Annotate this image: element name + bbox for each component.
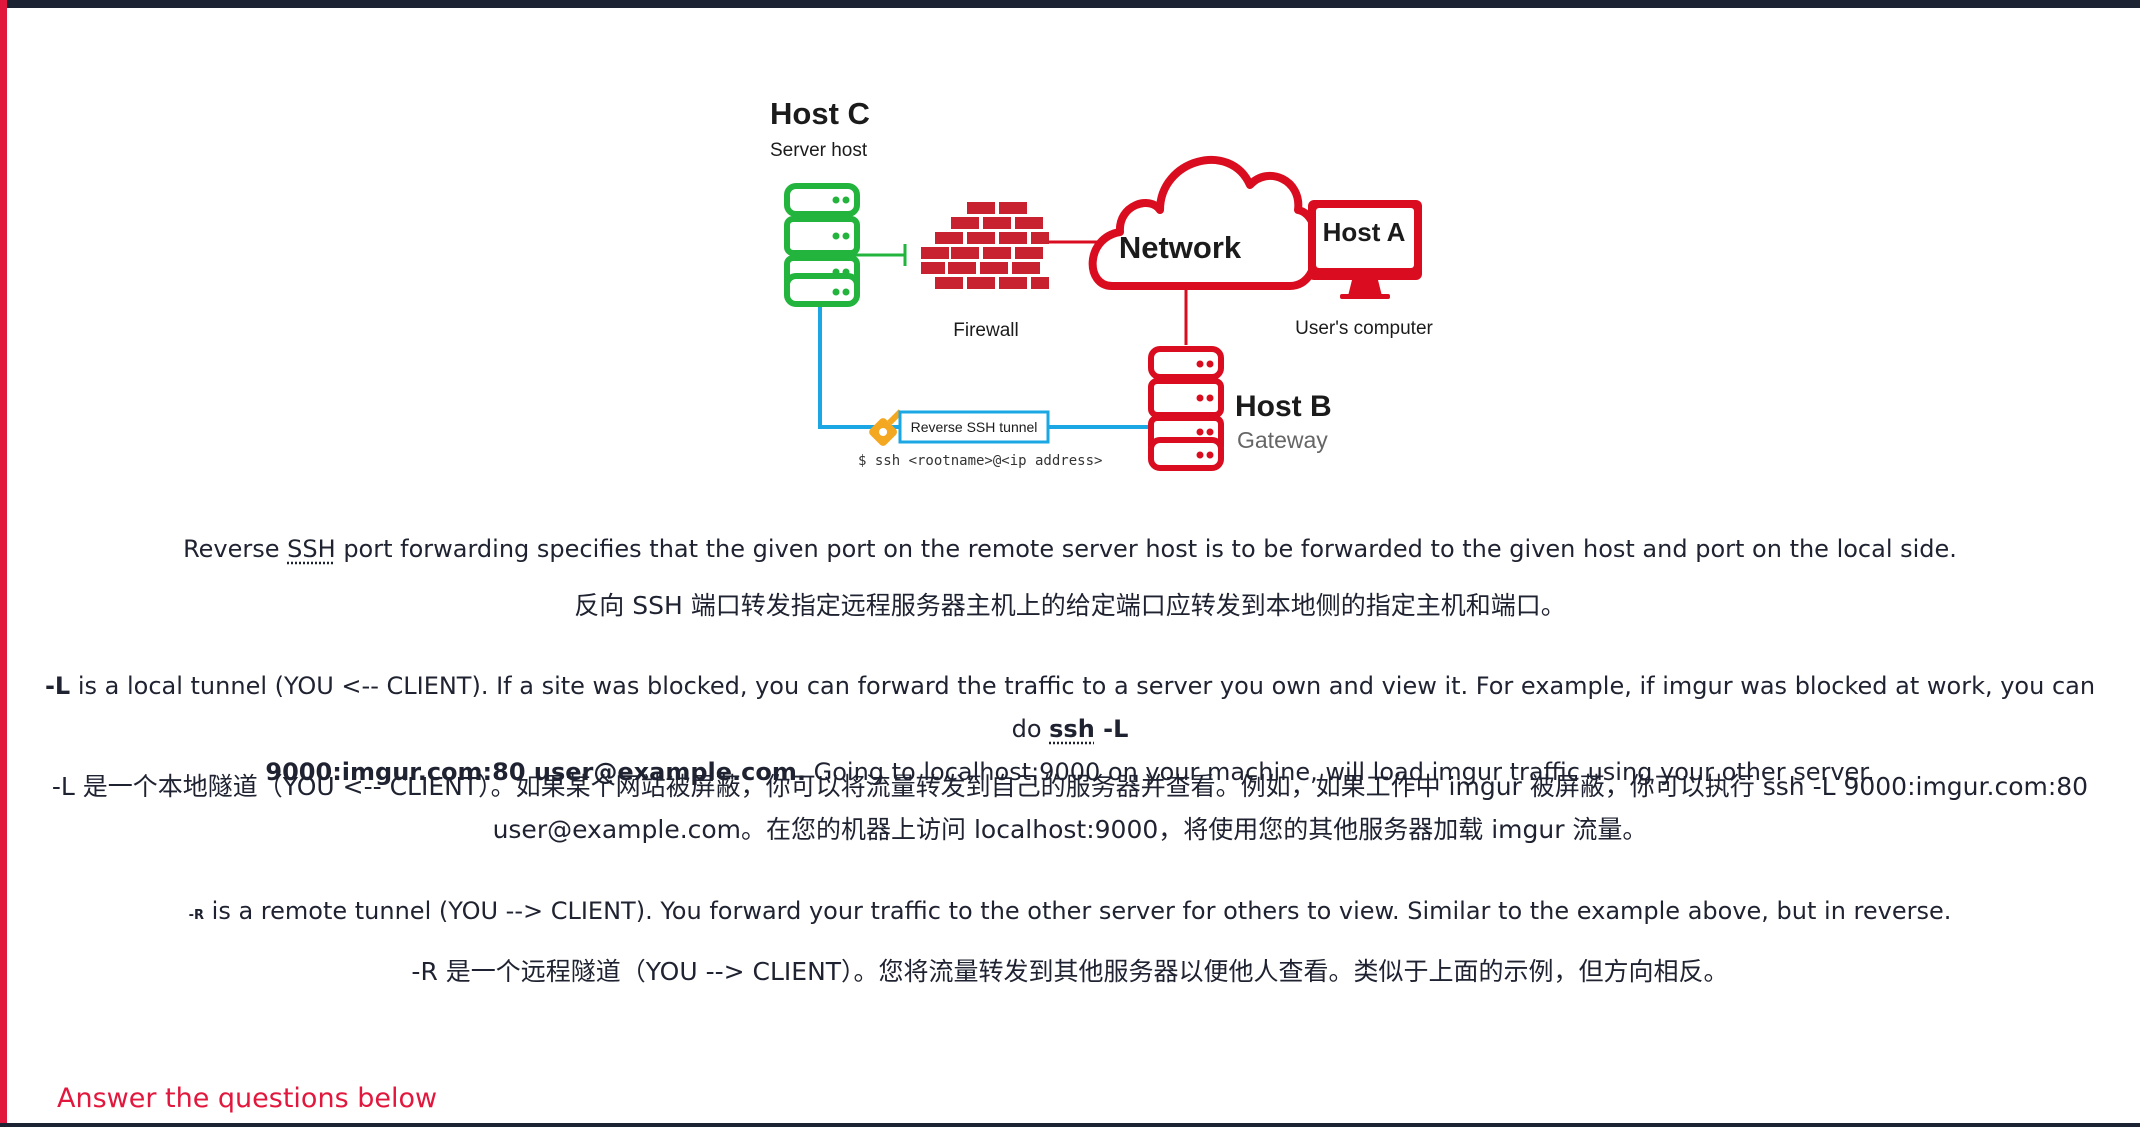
ssh-abbreviation[interactable]: SSH [287, 535, 336, 563]
top-border [0, 0, 2140, 8]
task-accent-bar [0, 0, 7, 1127]
ssh-abbreviation[interactable]: ssh [1049, 715, 1095, 743]
host-a-title: Host A [1323, 217, 1406, 247]
remote-tunnel-description: -R is a remote tunnel (YOU --> CLIENT). … [188, 897, 1952, 925]
remote-tunnel-description-cn: -R 是一个远程隧道（YOU --> CLIENT）。您将流量转发到其他服务器以… [411, 957, 1729, 986]
reverse-ssh-description-cn: 反向 SSH 端口转发指定远程服务器主机上的给定端口应转发到本地侧的指定主机和端… [574, 591, 1566, 620]
firewall-brick-icon [921, 202, 1049, 289]
host-c-title: Host C [770, 96, 870, 131]
bottom-border [0, 1123, 2140, 1127]
tunnel-label-box [898, 410, 1050, 444]
reverse-ssh-description: Reverse SSH port forwarding specifies th… [183, 535, 1957, 563]
host-b-title: Host B [1235, 390, 1332, 423]
ssh-command-example: 9000:imgur.com:80 user@example.com. [265, 758, 806, 786]
server-stack-icon [1148, 346, 1224, 471]
ssh-command: $ ssh <rootname>@<ip address> [858, 453, 1102, 469]
network-label: Network [1119, 230, 1242, 265]
server-stack-icon [784, 183, 860, 307]
firewall-label: Firewall [953, 320, 1018, 341]
cloud-icon [1088, 156, 1322, 290]
host-b-subtitle: Gateway [1237, 427, 1328, 453]
monitor-icon [1308, 200, 1422, 299]
tunnel-label: Reverse SSH tunnel [911, 419, 1038, 435]
flag-r: -R [188, 908, 205, 923]
host-c-subtitle: Server host [770, 140, 868, 161]
tunnel-line-left [818, 305, 900, 429]
local-tunnel-description-cn: -L 是一个本地隧道（YOU <-- CLIENT）。如果某个网站被屏蔽，你可以… [51, 772, 2089, 844]
answer-questions-heading: Answer the questions below [57, 1083, 438, 1114]
host-a-subtitle: User's computer [1295, 318, 1433, 339]
reverse-ssh-diagram: Host C Server host Firewall Network Host… [0, 0, 2140, 500]
local-tunnel-description: -L is a local tunnel (YOU <-- CLIENT). I… [44, 672, 2096, 786]
flag-l: -L [44, 672, 71, 700]
